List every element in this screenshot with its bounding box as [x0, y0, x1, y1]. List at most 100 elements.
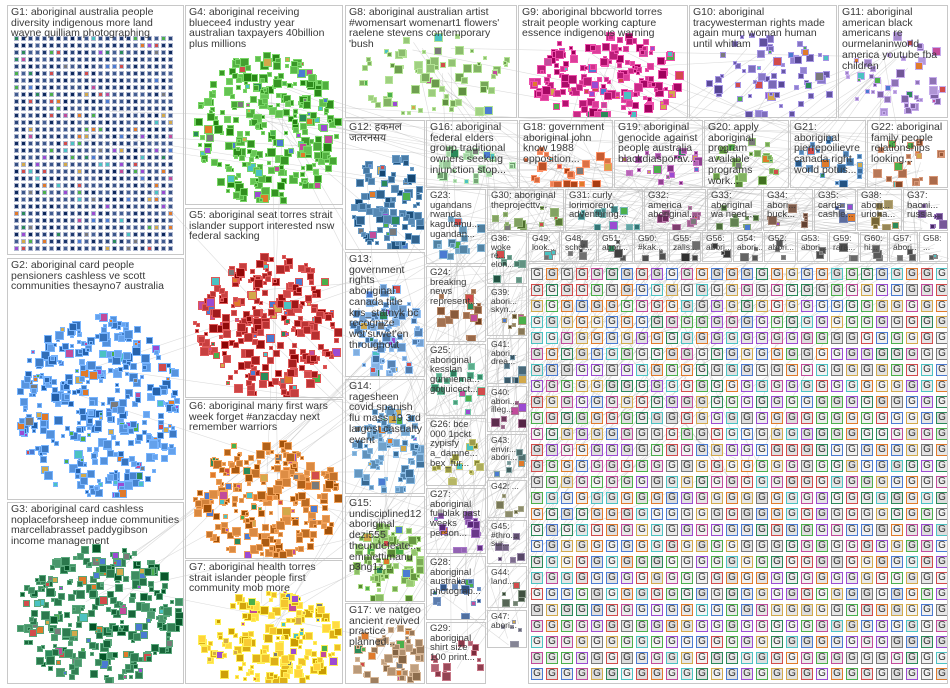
tile-node: G [711, 620, 723, 632]
tile-node: G [726, 348, 738, 360]
tile-node: G [876, 268, 888, 280]
tile-node: G [546, 508, 558, 520]
tile-node: G [666, 444, 678, 456]
node [29, 393, 33, 397]
node [152, 454, 158, 460]
node [14, 183, 19, 188]
node [471, 650, 477, 656]
node [310, 505, 318, 513]
tile-node: G [786, 300, 798, 312]
tile-node: G [786, 380, 798, 392]
node [56, 162, 61, 167]
node [168, 127, 173, 132]
node [14, 120, 19, 125]
tile-node: G [861, 492, 873, 504]
tile-node: G [711, 380, 723, 392]
node [514, 218, 523, 227]
tile-node: G [681, 444, 693, 456]
node [197, 490, 203, 496]
group-nodes [427, 623, 485, 683]
node [379, 461, 383, 465]
node [280, 599, 289, 608]
node [114, 492, 120, 498]
node [595, 209, 602, 216]
node [257, 460, 261, 464]
node [64, 394, 70, 400]
node [735, 162, 742, 169]
node [70, 92, 75, 97]
node [318, 106, 323, 111]
group-nodes [764, 190, 812, 230]
tile-node: G [651, 572, 663, 584]
node [119, 85, 124, 90]
node [397, 625, 404, 632]
node [112, 148, 117, 153]
tile-node: G [921, 300, 933, 312]
node [254, 183, 258, 187]
node [311, 286, 316, 291]
node [133, 190, 138, 195]
node [126, 218, 131, 223]
tile-node: G [576, 540, 588, 552]
group-g23: G23: ugandans rwanda kagutamu... ugandan… [426, 189, 486, 264]
tile-node: G [606, 316, 618, 328]
node [386, 232, 390, 236]
node [14, 225, 19, 230]
tile-node: G [726, 636, 738, 648]
node [91, 169, 96, 174]
tile-node: G [666, 636, 678, 648]
node [49, 176, 54, 181]
node [378, 478, 386, 486]
node [431, 664, 439, 672]
tile-node: G [741, 508, 753, 520]
node [49, 50, 54, 55]
tile-node: G [786, 364, 798, 376]
node [168, 218, 173, 223]
node [262, 649, 267, 654]
node [63, 204, 68, 209]
node [54, 628, 61, 635]
group-g2: G2: aboriginal card people pensioners ca… [7, 258, 184, 500]
node [49, 127, 54, 132]
node [236, 147, 240, 151]
node [105, 106, 110, 111]
node [280, 197, 287, 204]
tile-node: G [891, 604, 903, 616]
node [161, 225, 166, 230]
node [302, 611, 306, 615]
tile-node: G [711, 508, 723, 520]
node [161, 120, 166, 125]
node [166, 632, 171, 637]
node [390, 63, 395, 68]
tile-node: G [831, 636, 843, 648]
node [119, 176, 124, 181]
tile-node: G [756, 652, 768, 664]
tile-node: G [741, 668, 753, 680]
node [553, 103, 560, 110]
node [907, 40, 913, 46]
node [252, 339, 258, 345]
node [754, 247, 758, 251]
node [272, 378, 279, 385]
node [70, 106, 75, 111]
node [658, 70, 667, 79]
tile-node: G [846, 668, 858, 680]
group-nodes [346, 6, 516, 117]
node [128, 440, 134, 446]
node [228, 269, 235, 276]
tile-node: G [786, 556, 798, 568]
node [112, 232, 117, 237]
node [42, 120, 47, 125]
tile-node: G [561, 540, 573, 552]
node [356, 216, 365, 225]
node [133, 134, 138, 139]
tile-node: G [876, 636, 888, 648]
node [140, 232, 145, 237]
tile-node: G [576, 492, 588, 504]
group-g42: G42: ... [487, 480, 527, 518]
tile-node: G [921, 604, 933, 616]
tile-node: G [606, 284, 618, 296]
tile-node: G [711, 524, 723, 536]
node [42, 155, 47, 160]
tile-node: G [606, 540, 618, 552]
